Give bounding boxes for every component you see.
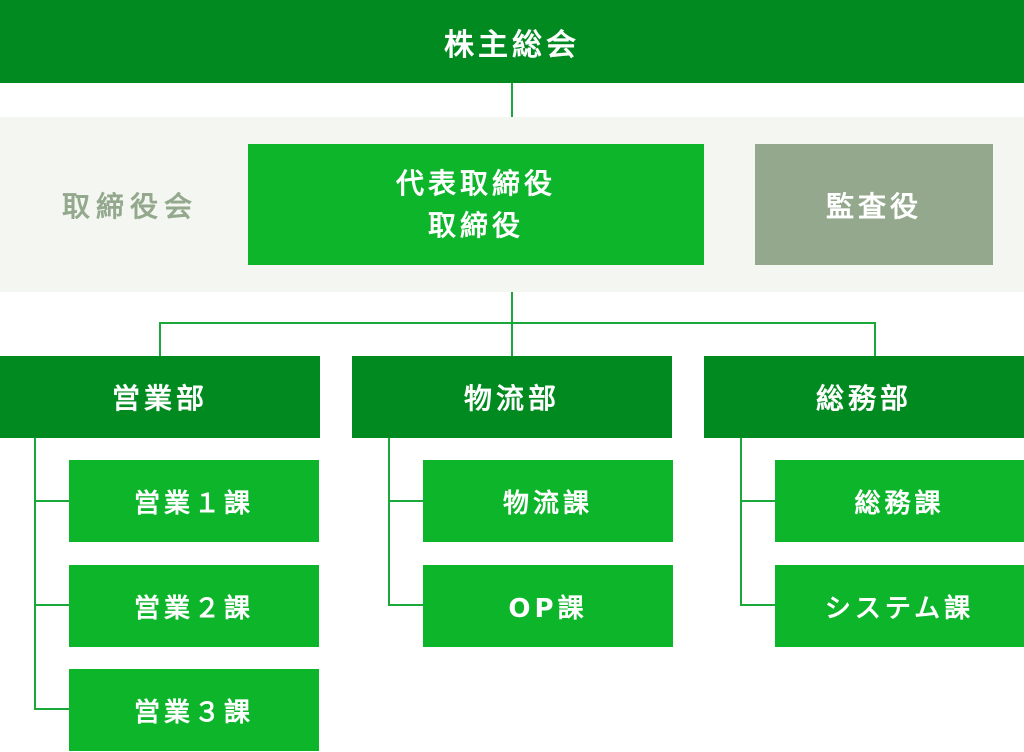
section-sales-1-label: 営業１課 <box>133 488 254 519</box>
section-op-label: OP課 <box>508 593 588 624</box>
section-logistics-box: 物流課 <box>423 460 673 542</box>
connector-general-2 <box>740 604 775 606</box>
auditor-box: 監査役 <box>755 144 993 265</box>
section-general-affairs-box: 総務課 <box>775 460 1024 542</box>
section-sales-3-box: 営業３課 <box>69 669 319 751</box>
director-label: 取締役 <box>427 208 524 242</box>
department-sales-label: 営業部 <box>111 382 208 415</box>
department-sales-box: 営業部 <box>0 356 320 438</box>
connector-sales-2 <box>34 604 69 606</box>
section-sales-3-label: 営業３課 <box>133 697 254 728</box>
connector-board-departments <box>511 292 513 323</box>
representative-director-label: 代表取締役 <box>395 166 556 200</box>
connector-logistics-1 <box>388 500 423 502</box>
department-general-affairs-box: 総務部 <box>704 356 1024 438</box>
department-logistics-box: 物流部 <box>352 356 672 438</box>
section-general-affairs-label: 総務課 <box>854 488 945 519</box>
auditor-label: 監査役 <box>825 189 922 223</box>
connector-dept-logistics <box>511 322 513 356</box>
connector-top-board <box>511 83 513 117</box>
department-logistics-label: 物流部 <box>463 382 560 415</box>
board-band-label: 取締役会 <box>61 189 198 223</box>
shareholders-meeting-label: 株主総会 <box>444 27 580 63</box>
section-system-label: システム課 <box>824 593 975 624</box>
connector-sales-3 <box>34 708 69 710</box>
connector-logistics-2 <box>388 604 423 606</box>
section-op-box: OP課 <box>423 565 673 647</box>
connector-general-vertical <box>740 438 742 606</box>
connector-general-1 <box>740 500 775 502</box>
shareholders-meeting-box: 株主総会 <box>0 0 1024 83</box>
section-system-box: システム課 <box>775 565 1024 647</box>
section-logistics-label: 物流課 <box>502 488 593 519</box>
representative-director-box: 代表取締役 取締役 <box>248 144 704 265</box>
connector-sales-vertical <box>34 438 36 710</box>
connector-dept-sales <box>159 322 161 356</box>
connector-logistics-vertical <box>388 438 390 606</box>
section-sales-2-box: 営業２課 <box>69 565 319 647</box>
department-general-affairs-label: 総務部 <box>815 382 912 415</box>
connector-dept-general <box>874 322 876 356</box>
section-sales-1-box: 営業１課 <box>69 460 319 542</box>
connector-horizontal-departments <box>159 322 876 324</box>
connector-sales-1 <box>34 500 69 502</box>
section-sales-2-label: 営業２課 <box>133 593 254 624</box>
